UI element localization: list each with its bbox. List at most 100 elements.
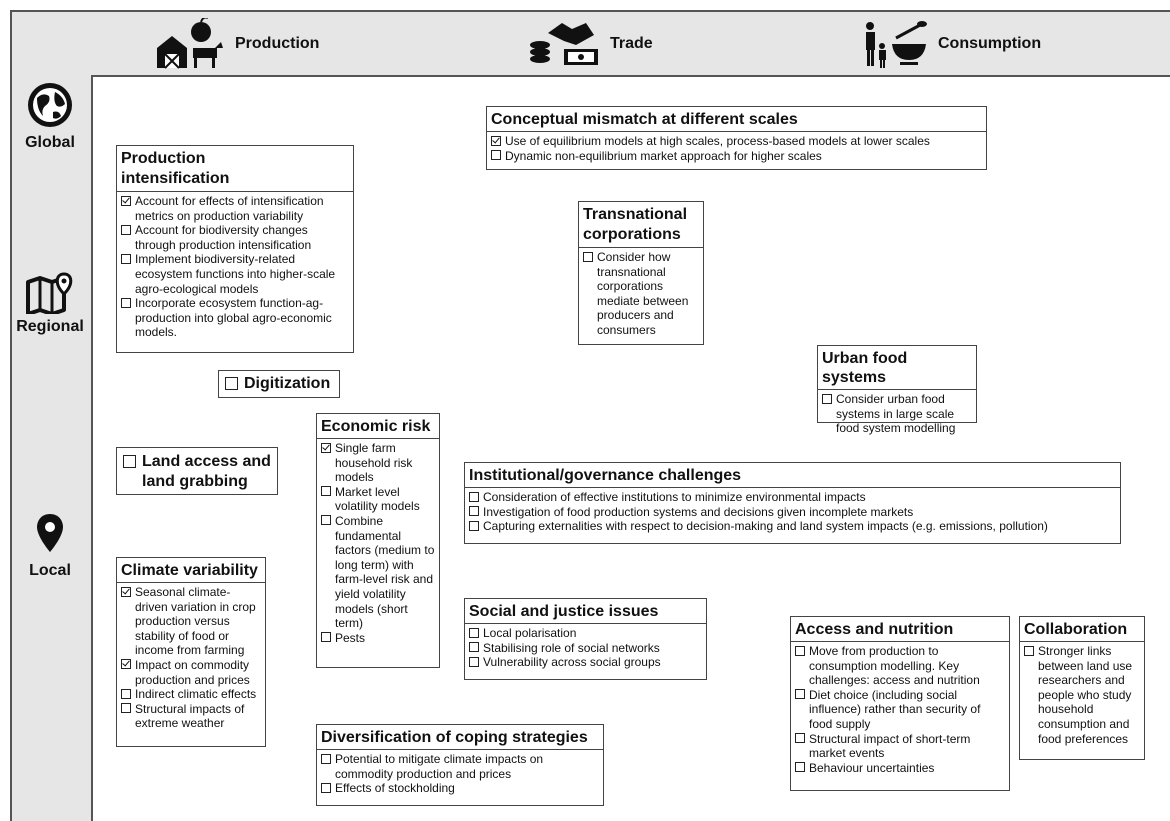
- empty-checkbox-icon: [583, 251, 593, 262]
- checked-checkbox-icon: [491, 135, 501, 146]
- empty-checkbox-icon: [321, 515, 331, 526]
- checklist-item-text: Incorporate ecosystem function-ag-produc…: [135, 296, 332, 340]
- box-title: Climate variability: [117, 558, 265, 583]
- empty-checkbox-icon: [121, 253, 131, 264]
- checklist-item: Consideration of effective institutions …: [469, 490, 1117, 505]
- checklist-item: Incorporate ecosystem function-ag-produc…: [121, 296, 350, 340]
- checklist-item: Structural impacts of extreme weather: [121, 702, 262, 731]
- checklist-item-text: Market level volatility models: [335, 484, 420, 514]
- box-title: Diversification of coping strategies: [317, 725, 603, 750]
- checkbox: [225, 377, 238, 390]
- empty-checkbox-icon: [1024, 645, 1034, 656]
- scale-regional: Regional: [10, 272, 90, 336]
- header-trade: Trade: [528, 16, 653, 72]
- scale-label: Local: [29, 562, 71, 579]
- empty-checkbox-icon: [121, 688, 131, 699]
- checked-checkbox-icon: [121, 586, 131, 597]
- box-title: Conceptual mismatch at different scales: [487, 107, 986, 132]
- checklist-item-text: Move from production to consumption mode…: [809, 644, 980, 688]
- checklist-item-text: Impact on commodity production and price…: [135, 657, 250, 687]
- header-consumption: Consumption: [862, 16, 1041, 72]
- checklist-item: Account for effects of intensification m…: [121, 194, 350, 223]
- empty-checkbox-icon: [469, 656, 479, 667]
- checklist-item-text: Indirect climatic effects: [135, 687, 257, 702]
- box-title: Social and justice issues: [465, 599, 706, 624]
- box-urban-food-systems: Urban food systems Consider urban food s…: [817, 345, 977, 435]
- checklist-item: Consider how transnational corporations …: [583, 250, 700, 338]
- barn-apple-goat-icon: [157, 18, 223, 69]
- checklist-item-text: Capturing externalities with respect to …: [483, 519, 1048, 534]
- item-list: Stronger links between land use research…: [1020, 642, 1144, 749]
- empty-checkbox-icon: [795, 762, 805, 773]
- item-list: Seasonal climate-driven variation in cro…: [117, 583, 265, 734]
- box-collaboration: Collaboration Stronger links between lan…: [1019, 616, 1145, 760]
- checklist-item-text: Seasonal climate-driven variation in cro…: [135, 585, 256, 658]
- checklist-item-text: Single farm household risk models: [335, 441, 413, 485]
- checklist-item: Structural impact of short-term market e…: [795, 732, 1006, 761]
- checklist-item: Capturing externalities with respect to …: [469, 519, 1117, 534]
- checklist-item-text: Investigation of food production systems…: [483, 504, 914, 519]
- item-list: Potential to mitigate climate impacts on…: [317, 750, 603, 799]
- checklist-item-text: Account for effects of intensification m…: [135, 194, 324, 223]
- empty-checkbox-icon: [321, 782, 331, 793]
- box-economic-risk: Economic risk Single farm household risk…: [316, 413, 440, 668]
- checklist-item-text: Stronger links between land use research…: [1038, 644, 1133, 746]
- checklist-item-text: Vulnerability across social groups: [483, 655, 661, 670]
- empty-checkbox-icon: [795, 645, 805, 656]
- item-list: Consider urban food systems in large sca…: [818, 390, 976, 439]
- checklist-item: Vulnerability across social groups: [469, 655, 703, 670]
- empty-checkbox-icon: [469, 627, 479, 638]
- item-list: Move from production to consumption mode…: [791, 642, 1009, 778]
- checked-checkbox-icon: [121, 195, 131, 206]
- handshake-money-icon: [530, 23, 598, 65]
- empty-checkbox-icon: [321, 486, 331, 497]
- checklist-item: Behaviour uncertainties: [795, 761, 1006, 776]
- globe-icon: [28, 83, 72, 127]
- header-production: Production: [155, 16, 319, 72]
- family-bowl-icon: [866, 21, 927, 68]
- box-title: Economic risk: [317, 414, 439, 439]
- empty-checkbox-icon: [469, 642, 479, 653]
- checklist-item-text: Use of equilibrium models at high scales…: [505, 134, 930, 148]
- box-institutional-governance: Institutional/governance challenges Cons…: [464, 462, 1121, 544]
- box-title: Institutional/governance challenges: [465, 463, 1120, 488]
- checklist-item-text: Combine fundamental factors (medium to l…: [335, 513, 435, 631]
- checklist-item: Market level volatility models: [321, 485, 436, 514]
- box-title: Urban food systems: [818, 346, 976, 390]
- empty-checkbox-icon: [469, 491, 479, 502]
- checked-checkbox-icon: [321, 442, 331, 453]
- empty-checkbox-icon: [822, 393, 832, 404]
- empty-checkbox-icon: [795, 733, 805, 744]
- empty-checkbox-icon: [469, 506, 479, 517]
- box-title: Digitization: [244, 375, 331, 392]
- checked-checkbox-icon: [121, 659, 131, 670]
- checklist-item: Move from production to consumption mode…: [795, 644, 1006, 688]
- checklist-item: Pests: [321, 631, 436, 646]
- box-access-nutrition: Access and nutrition Move from productio…: [790, 616, 1010, 791]
- checklist-item-text: Potential to mitigate climate impacts on…: [335, 752, 544, 781]
- checklist-item: Seasonal climate-driven variation in cro…: [121, 585, 262, 658]
- checklist-item: Effects of stockholding: [321, 781, 600, 796]
- checklist-item-text: Account for biodiversity changes through…: [135, 223, 312, 252]
- scale-label: Regional: [16, 318, 84, 335]
- checklist-item: Impact on commodity production and price…: [121, 658, 262, 687]
- scale-global: Global: [10, 80, 90, 152]
- empty-checkbox-icon: [121, 297, 131, 308]
- item-list: Use of equilibrium models at high scales…: [487, 132, 986, 166]
- empty-checkbox-icon: [321, 753, 331, 764]
- checklist-item: Consider urban food systems in large sca…: [822, 392, 973, 436]
- box-title: Access and nutrition: [791, 617, 1009, 642]
- checklist-item-text: Local polarisation: [483, 626, 577, 640]
- checklist-item: Account for biodiversity changes through…: [121, 223, 350, 252]
- checklist-item: Stabilising role of social networks: [469, 641, 703, 656]
- checklist-item: Single farm household risk models: [321, 441, 436, 485]
- map-pin-icon: [26, 272, 73, 314]
- checklist-item-text: Stabilising role of social networks: [483, 640, 660, 655]
- header-label: Production: [235, 35, 320, 52]
- location-pin-icon: [37, 514, 63, 552]
